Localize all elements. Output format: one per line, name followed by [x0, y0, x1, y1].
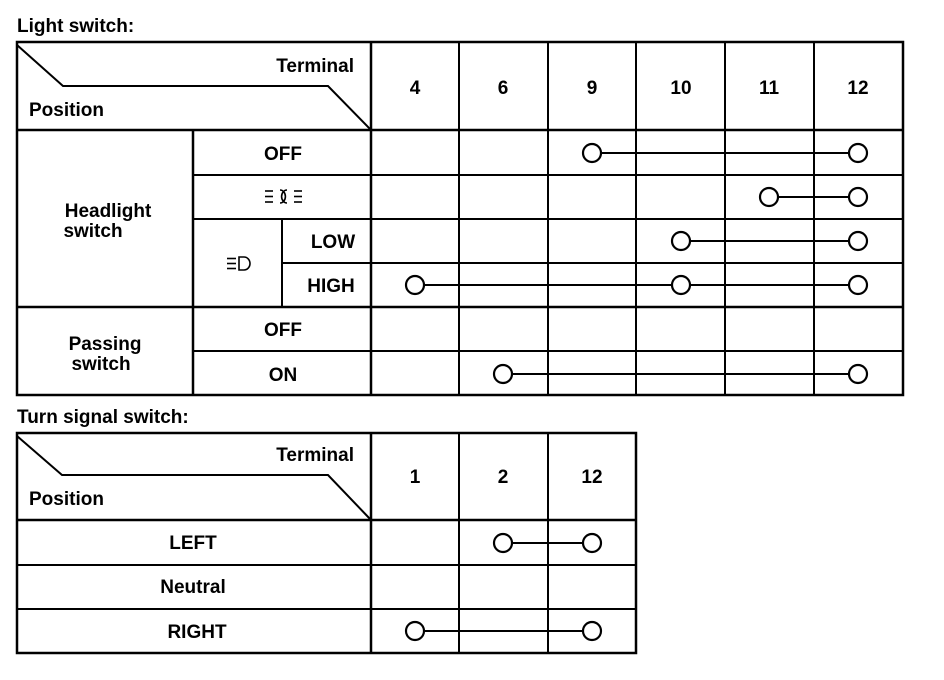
turn-signal-connections — [404, 532, 603, 642]
light-switch-title: Light switch: — [17, 16, 134, 37]
turn-row-2-terminal-1-dot — [404, 620, 426, 642]
parking-lamp-icon — [265, 189, 302, 204]
headlight-low-label: LOW — [311, 232, 355, 253]
light-row-5-terminal-12-dot — [847, 363, 869, 385]
headlight-high-label: HIGH — [307, 276, 355, 297]
headlight-switch-label-line2: switch — [63, 221, 122, 242]
turn-signal-switch-title: Turn signal switch: — [17, 407, 189, 428]
light-row-5-terminal-6-dot — [492, 363, 514, 385]
headlight-switch-label-line1: Headlight — [65, 201, 152, 222]
light-terminal-header: Terminal — [276, 56, 354, 77]
light-row-1-terminal-12-dot — [847, 186, 869, 208]
light-terminal-12: 12 — [847, 78, 868, 99]
light-row-3-terminal-10-dot — [670, 274, 692, 296]
light-row-0-terminal-9-dot — [581, 142, 603, 164]
turn-left-label: LEFT — [169, 533, 217, 554]
passing-off-label: OFF — [264, 320, 302, 341]
turn-terminal-12: 12 — [581, 467, 602, 488]
light-position-header: Position — [29, 100, 104, 121]
turn-neutral-label: Neutral — [160, 577, 225, 598]
passing-switch-label-line1: Passing — [69, 334, 142, 355]
turn-row-2-terminal-12-dot — [581, 620, 603, 642]
light-row-1-terminal-11-dot — [758, 186, 780, 208]
light-terminal-6: 6 — [498, 78, 509, 99]
light-row-0-terminal-12-dot — [847, 142, 869, 164]
light-terminal-4: 4 — [410, 78, 421, 99]
turn-signal-border — [15, 431, 638, 655]
turn-terminal-2: 2 — [498, 467, 509, 488]
light-row-2-terminal-12-dot — [847, 230, 869, 252]
turn-signal-switch-table: Terminal Position 1 2 12 LEFT Neutral RI… — [15, 431, 638, 655]
headlight-off-label: OFF — [264, 144, 302, 165]
light-row-2-terminal-10-dot — [670, 230, 692, 252]
light-switch-connections — [404, 142, 869, 385]
passing-switch-label-line2: switch — [71, 354, 130, 375]
turn-right-label: RIGHT — [167, 622, 227, 643]
light-terminal-9: 9 — [587, 78, 598, 99]
light-row-3-terminal-12-dot — [847, 274, 869, 296]
light-terminal-10: 10 — [670, 78, 691, 99]
turn-terminal-header: Terminal — [276, 445, 354, 466]
turn-terminal-1: 1 — [410, 467, 421, 488]
turn-row-0-terminal-12-dot — [581, 532, 603, 554]
light-terminal-11: 11 — [759, 78, 780, 99]
passing-on-label: ON — [269, 365, 298, 386]
headlight-icon — [227, 256, 251, 271]
turn-position-header: Position — [29, 489, 104, 510]
turn-row-0-terminal-2-dot — [492, 532, 514, 554]
light-row-3-terminal-4-dot — [404, 274, 426, 296]
light-switch-table: Terminal Position 4 6 9 10 11 12 Headlig… — [15, 40, 905, 397]
